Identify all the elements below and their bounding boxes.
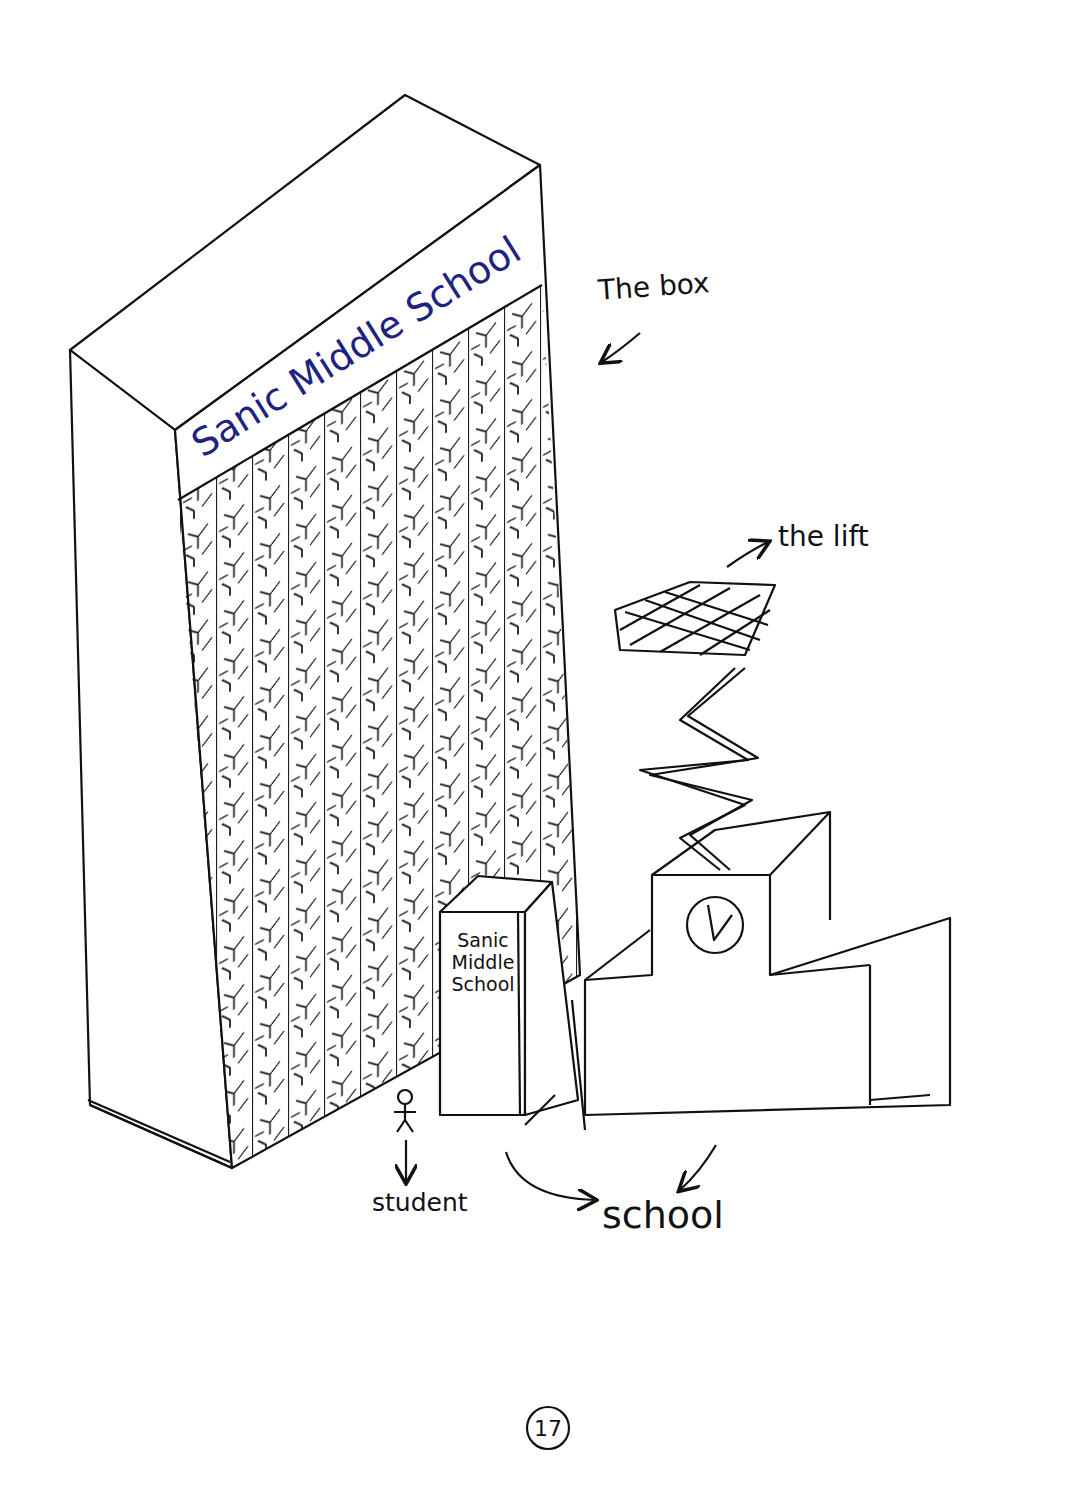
callout-label: the lift: [778, 520, 869, 553]
building-sign: Sanic Middle School: [446, 930, 520, 996]
callout-label: school: [602, 1193, 724, 1237]
sign-text: Sanic Middle School: [446, 930, 520, 996]
callout-label: The box: [597, 266, 711, 307]
callout-label: student: [372, 1188, 468, 1217]
page-number: 17: [534, 1416, 562, 1441]
